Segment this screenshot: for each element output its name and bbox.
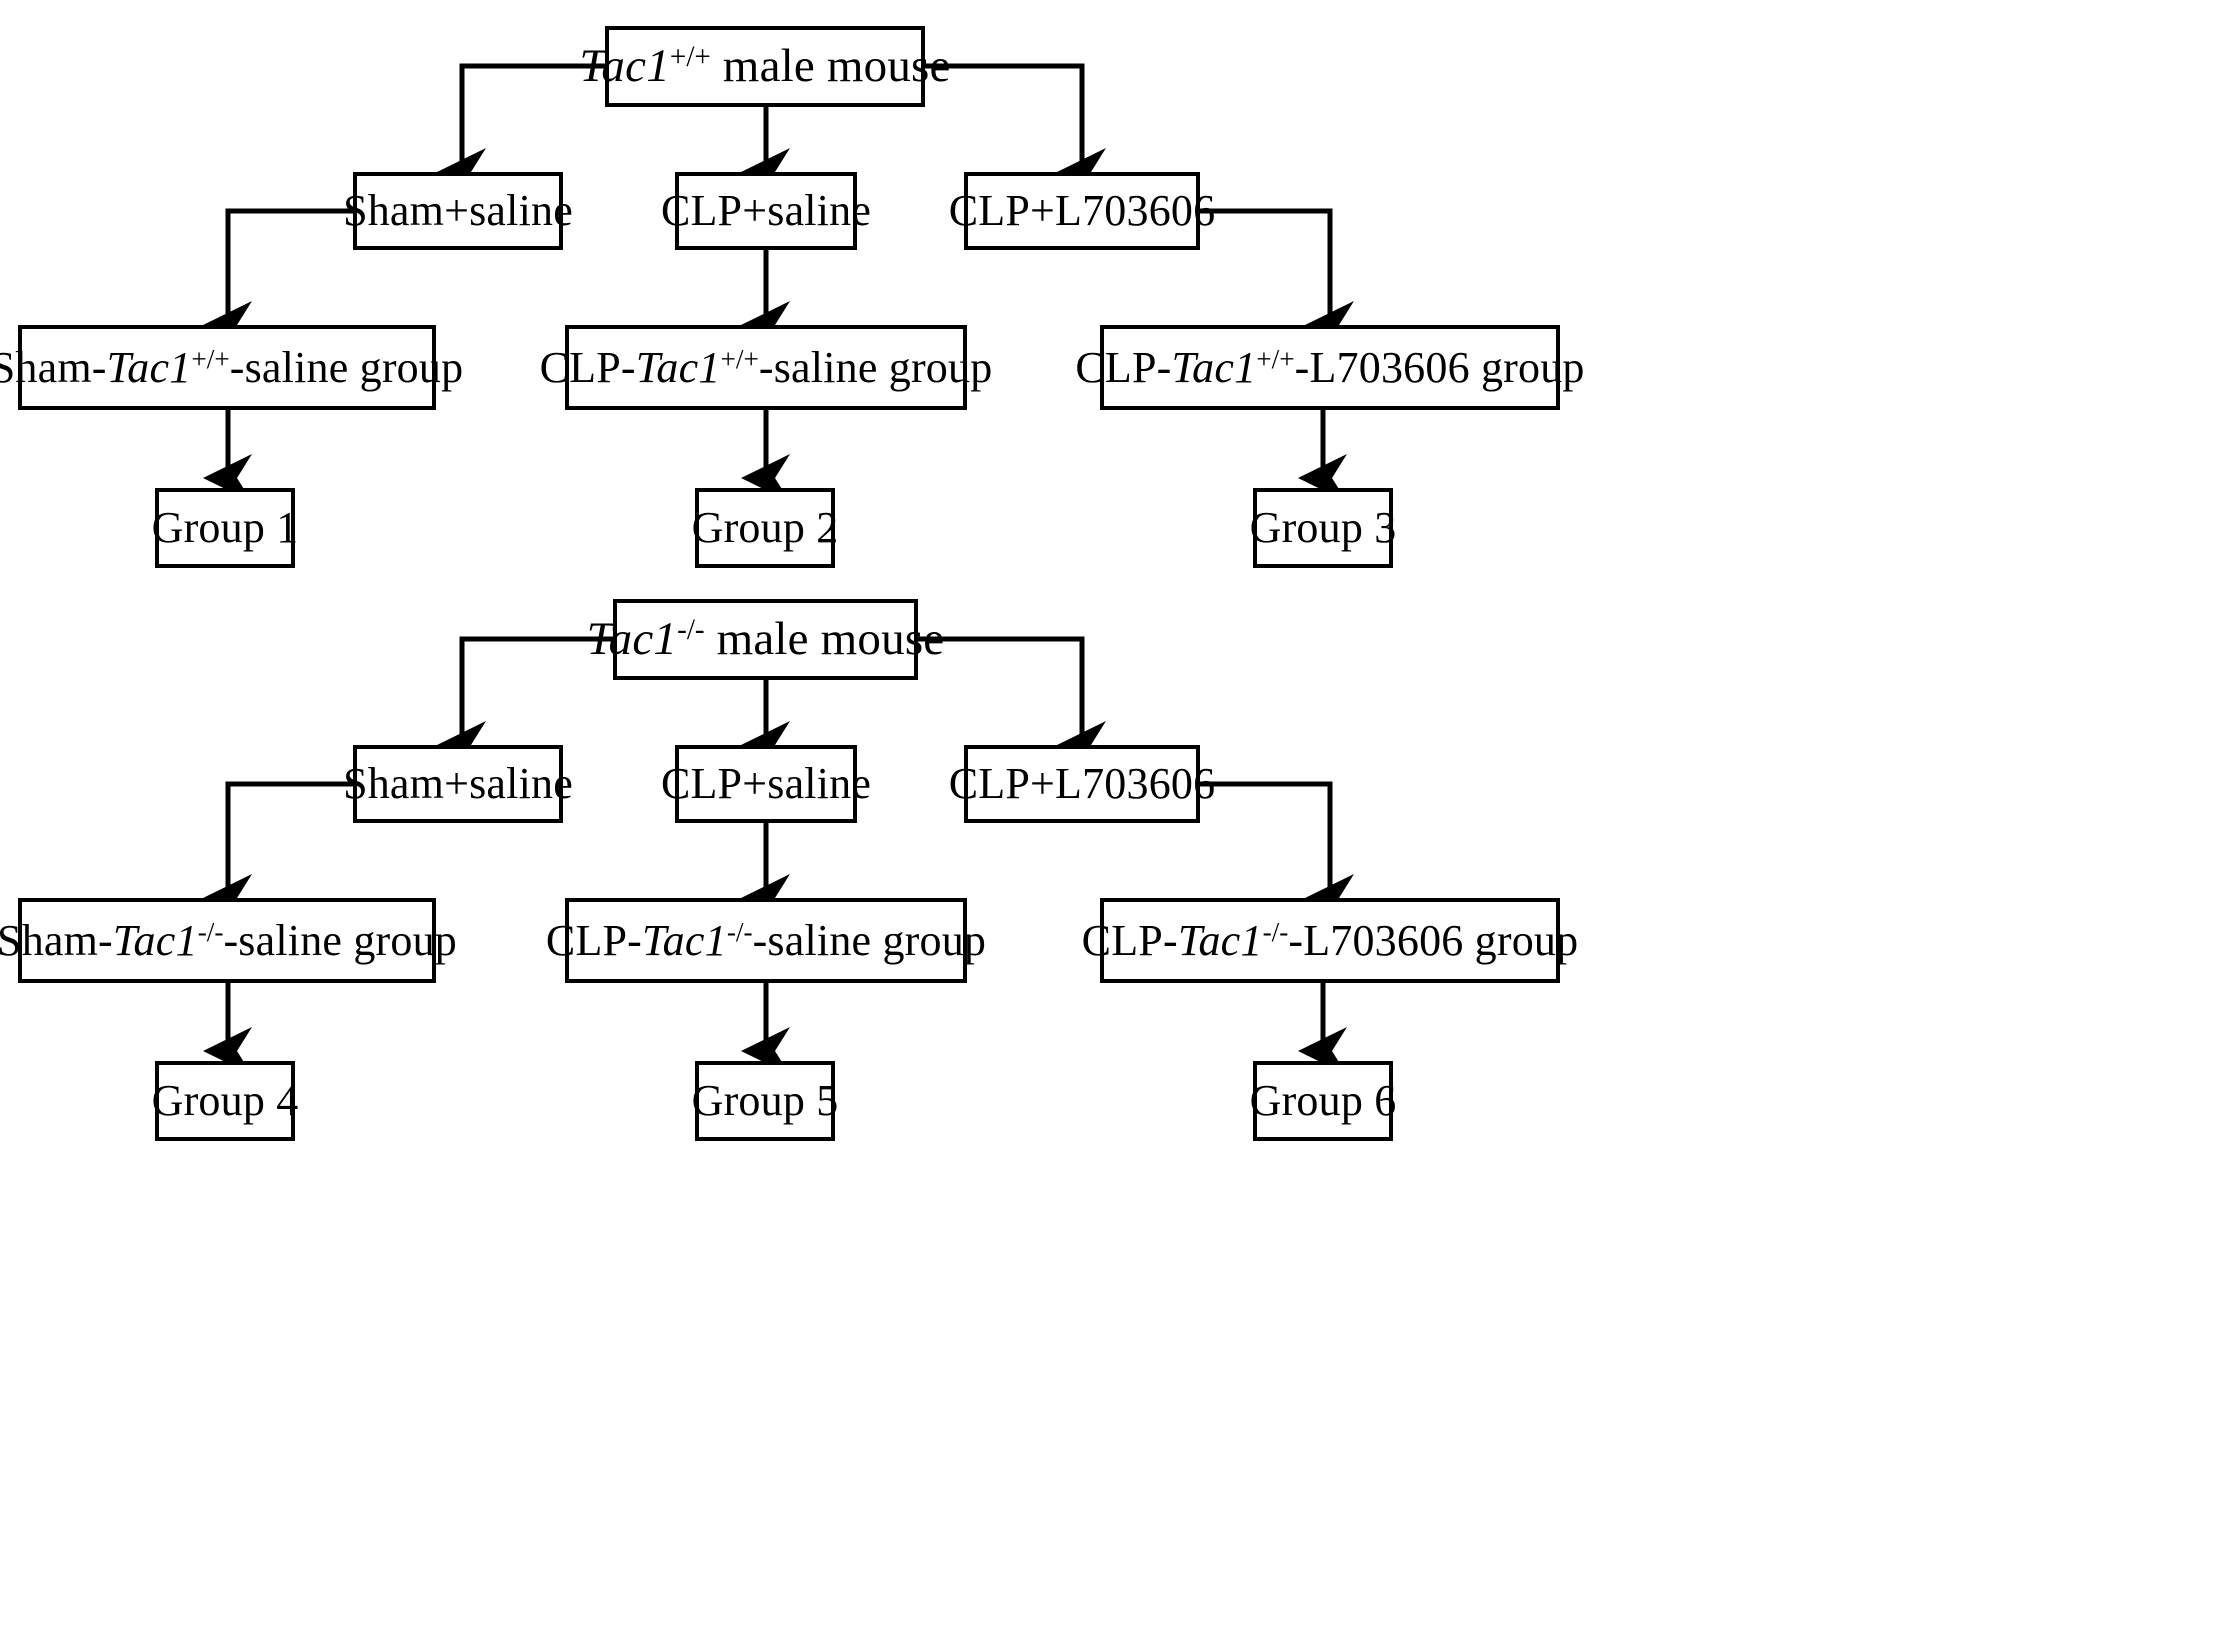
gene-name-italic: Tac1	[1171, 342, 1257, 392]
genotype-superscript: -/-	[197, 916, 224, 947]
gene-name-italic: Tac1	[642, 915, 727, 965]
node-wt-clp-saline[interactable]: CLP+saline	[661, 172, 871, 250]
node-wt-sham-saline-label: Sham+saline	[343, 186, 573, 235]
node-group-3-label: Group 3	[1249, 503, 1397, 552]
group-suffix: -saline group	[758, 342, 993, 392]
node-wt-sham-group[interactable]: Sham-Tac1+/+-saline group	[0, 325, 463, 410]
edge-wt-sham-to-group	[203, 208, 353, 349]
genotype-superscript: -/-	[1262, 916, 1289, 947]
node-ko-clp-saline-label: CLP+saline	[660, 759, 872, 808]
node-ko-clp-l703606[interactable]: CLP+L703606	[949, 745, 1215, 823]
root-suffix: male mouse	[710, 40, 951, 92]
group-suffix: -saline group	[223, 915, 457, 965]
group-prefix: CLP-	[1075, 342, 1172, 392]
node-group-5[interactable]: Group 5	[692, 1061, 838, 1141]
node-group-5-label: Group 5	[691, 1076, 839, 1125]
node-wt-root-label: Tac1+/+ male mouse	[579, 40, 951, 92]
gene-name-italic: Tac1	[106, 342, 192, 392]
group-suffix: -L703606 group	[1294, 342, 1585, 392]
node-ko-clp-l703606-group[interactable]: CLP-Tac1-/--L703606 group	[1082, 898, 1578, 983]
group-suffix: -L703606 group	[1288, 915, 1579, 965]
group-prefix: CLP-	[1081, 915, 1178, 965]
node-wt-clp-l703606-group-label: CLP-Tac1+/+-L703606 group	[1075, 342, 1585, 392]
gene-name-italic: Tac1	[586, 613, 678, 665]
node-group-1[interactable]: Group 1	[152, 488, 298, 568]
node-group-4[interactable]: Group 4	[152, 1061, 298, 1141]
gene-name-italic: Tac1	[635, 342, 721, 392]
node-ko-root-label: Tac1-/- male mouse	[586, 613, 945, 665]
node-ko-clp-saline-group[interactable]: CLP-Tac1-/--saline group	[546, 898, 986, 983]
genotype-superscript: -/-	[726, 916, 753, 947]
node-wt-clp-saline-group-label: CLP-Tac1+/+-saline group	[539, 342, 993, 392]
group-prefix: CLP-	[539, 342, 636, 392]
node-ko-clp-saline-group-label: CLP-Tac1-/--saline group	[545, 915, 987, 965]
genotype-superscript: -/-	[677, 613, 705, 646]
gene-name-italic: Tac1	[112, 915, 198, 965]
node-wt-clp-l703606[interactable]: CLP+L703606	[949, 172, 1215, 250]
group-suffix: -saline group	[752, 915, 987, 965]
node-group-4-label: Group 4	[151, 1076, 299, 1125]
node-ko-clp-l703606-label: CLP+L703606	[948, 759, 1216, 808]
node-wt-clp-l703606-label: CLP+L703606	[948, 186, 1216, 235]
node-group-6[interactable]: Group 6	[1250, 1061, 1396, 1141]
gene-name-italic: Tac1	[1177, 915, 1263, 965]
node-group-3[interactable]: Group 3	[1250, 488, 1396, 568]
node-wt-clp-saline-group[interactable]: CLP-Tac1+/+-saline group	[540, 325, 992, 410]
genotype-superscript: +/+	[191, 343, 230, 374]
node-wt-root[interactable]: Tac1+/+ male mouse	[579, 26, 950, 107]
node-group-1-label: Group 1	[151, 503, 299, 552]
node-wt-clp-saline-label: CLP+saline	[660, 186, 872, 235]
node-wt-clp-l703606-group[interactable]: CLP-Tac1+/+-L703606 group	[1075, 325, 1584, 410]
root-suffix: male mouse	[704, 613, 945, 665]
edge-ko-sham-to-group	[203, 781, 353, 922]
node-ko-sham-saline[interactable]: Sham+saline	[343, 745, 573, 823]
node-ko-sham-saline-label: Sham+saline	[343, 759, 573, 808]
node-wt-sham-saline[interactable]: Sham+saline	[343, 172, 573, 250]
genotype-superscript: +/+	[669, 40, 711, 73]
gene-name-italic: Tac1	[579, 40, 670, 92]
node-group-2-label: Group 2	[691, 503, 839, 552]
genotype-superscript: +/+	[1256, 343, 1295, 374]
group-prefix: Sham-	[0, 915, 113, 965]
node-wt-sham-group-label: Sham-Tac1+/+-saline group	[0, 342, 464, 392]
group-suffix: -saline group	[229, 342, 464, 392]
group-prefix: Sham-	[0, 342, 107, 392]
node-ko-sham-group-label: Sham-Tac1-/--saline group	[0, 915, 457, 965]
edge-ko-clpl70-to-group	[1200, 781, 1354, 922]
node-group-6-label: Group 6	[1249, 1076, 1397, 1125]
node-ko-root[interactable]: Tac1-/- male mouse	[587, 599, 944, 680]
edge-wt-clpl70-to-group	[1200, 208, 1354, 349]
group-prefix: CLP-	[545, 915, 643, 965]
node-ko-clp-l703606-group-label: CLP-Tac1-/--L703606 group	[1081, 915, 1579, 965]
genotype-superscript: +/+	[720, 343, 759, 374]
node-group-2[interactable]: Group 2	[692, 488, 838, 568]
node-ko-sham-group[interactable]: Sham-Tac1-/--saline group	[0, 898, 457, 983]
node-ko-clp-saline[interactable]: CLP+saline	[661, 745, 871, 823]
